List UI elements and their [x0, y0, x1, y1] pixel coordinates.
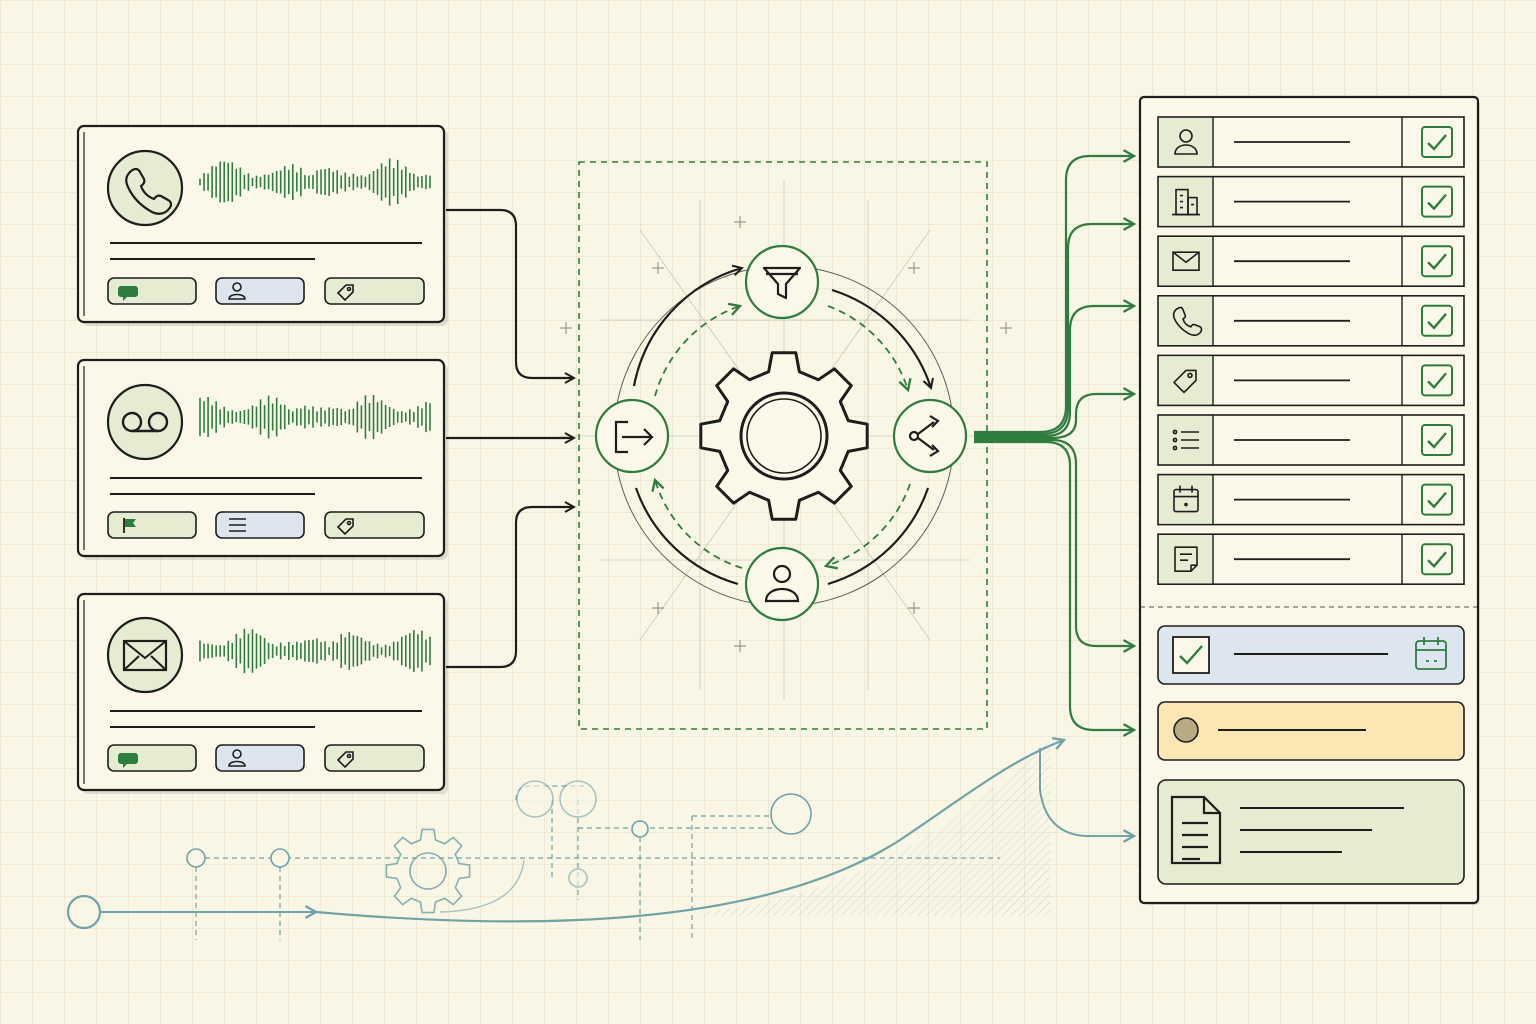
input-card-phone[interactable]	[76, 124, 448, 326]
checkbox-icon[interactable]	[1421, 185, 1453, 218]
tag-pill-label[interactable]	[324, 511, 425, 539]
output-panel	[1138, 95, 1480, 905]
checkbox-icon[interactable]	[1421, 126, 1453, 158]
inner-flow-top-right	[827, 305, 908, 390]
node-user[interactable]	[744, 546, 820, 622]
connector-card3	[446, 507, 574, 669]
task-item[interactable]	[1157, 625, 1465, 685]
cycle-arc-top-left	[632, 268, 742, 387]
tag-icon	[336, 751, 354, 769]
tag-icon	[336, 284, 354, 302]
note-icon	[1174, 546, 1198, 572]
calendar-icon	[1415, 637, 1447, 670]
checkbox-icon[interactable]	[1172, 636, 1210, 674]
document-icon	[1170, 795, 1222, 865]
node-ingest[interactable]	[594, 398, 670, 474]
timeline-node	[770, 793, 812, 835]
field-row-tag[interactable]	[1157, 354, 1465, 407]
tag-pill-list[interactable]	[215, 511, 305, 539]
input-cards	[76, 124, 448, 794]
timeline-branch-curve	[1039, 748, 1134, 836]
checkbox-icon[interactable]	[1421, 543, 1453, 576]
phone-icon	[1172, 306, 1203, 336]
inner-flow-bottom-left	[655, 480, 743, 569]
chat-bubble-icon	[118, 286, 138, 301]
hub-frame	[578, 161, 988, 730]
tag-pill-comments[interactable]	[107, 277, 197, 305]
checkbox-icon[interactable]	[1421, 424, 1453, 456]
tag-pill-priority[interactable]	[107, 511, 197, 539]
tag-pill-contact[interactable]	[215, 744, 305, 772]
input-connectors	[446, 208, 574, 669]
user-icon	[764, 564, 800, 603]
distribute-icon	[908, 415, 940, 457]
flag-icon	[123, 518, 136, 533]
inner-flow-bottom-right	[826, 483, 911, 566]
user-icon	[228, 282, 246, 300]
input-card-email[interactable]	[76, 592, 448, 794]
user-icon	[1174, 129, 1198, 155]
connector-card1	[446, 208, 574, 378]
tag-pill-label[interactable]	[324, 277, 425, 305]
tag-pill-contact[interactable]	[215, 277, 305, 305]
timeline-node	[631, 820, 649, 838]
cycle-arc-top-right	[831, 288, 931, 388]
ingest-icon	[614, 420, 654, 454]
node-filter[interactable]	[744, 244, 820, 320]
field-row-calendar[interactable]	[1157, 473, 1465, 526]
inner-flow-top-left	[654, 306, 740, 397]
list-icon	[1172, 429, 1199, 451]
user-icon	[228, 749, 246, 767]
status-dot-icon	[1173, 717, 1199, 743]
output-connectors	[974, 156, 1134, 730]
construction-marks	[560, 216, 1012, 652]
audio-waveform	[199, 158, 431, 206]
envelope-icon	[106, 616, 184, 694]
building-icon	[1172, 188, 1200, 216]
timeline-node	[516, 780, 554, 818]
timeline-node	[270, 848, 290, 868]
timeline-node	[559, 780, 597, 818]
field-row-building[interactable]	[1157, 175, 1465, 228]
envelope-icon	[1172, 251, 1200, 271]
processing-hub	[560, 161, 1012, 730]
cycle-arc-bottom-left	[634, 487, 739, 586]
timeline-rise-curve	[315, 740, 1064, 923]
gear-icon	[385, 828, 471, 914]
voicemail-icon	[106, 383, 184, 461]
timeline-node	[186, 848, 206, 868]
audio-waveform	[199, 628, 431, 674]
checkbox-icon[interactable]	[1421, 364, 1453, 397]
process-cycle	[632, 268, 931, 586]
gear-icon	[699, 351, 869, 521]
checkbox-icon[interactable]	[1421, 245, 1453, 278]
list-icon	[229, 518, 246, 532]
input-card-voicemail[interactable]	[76, 358, 448, 560]
audio-waveform	[199, 395, 431, 439]
field-row-list[interactable]	[1157, 414, 1465, 466]
timeline-sketch	[66, 740, 1134, 940]
tag-pill-label[interactable]	[324, 744, 425, 772]
field-row-phone[interactable]	[1157, 294, 1465, 347]
node-distribute[interactable]	[892, 398, 968, 474]
checkbox-icon[interactable]	[1421, 483, 1453, 516]
timeline-node	[568, 868, 588, 888]
tag-icon	[336, 518, 354, 536]
tag-pill-comments[interactable]	[107, 744, 197, 772]
field-row-user[interactable]	[1157, 116, 1465, 168]
calendar-icon	[1173, 485, 1199, 513]
checkbox-icon[interactable]	[1421, 304, 1453, 337]
extracted-field-list	[1157, 116, 1465, 586]
timeline-start-node	[66, 894, 102, 930]
phone-icon	[106, 149, 184, 227]
tag-icon	[1173, 369, 1197, 394]
chat-bubble-icon	[118, 753, 138, 768]
filter-icon	[762, 266, 802, 300]
cycle-arc-bottom-right	[827, 487, 930, 586]
status-item[interactable]	[1157, 701, 1465, 761]
field-row-note[interactable]	[1157, 533, 1465, 586]
document-item[interactable]	[1157, 779, 1465, 885]
field-row-envelope[interactable]	[1157, 235, 1465, 287]
